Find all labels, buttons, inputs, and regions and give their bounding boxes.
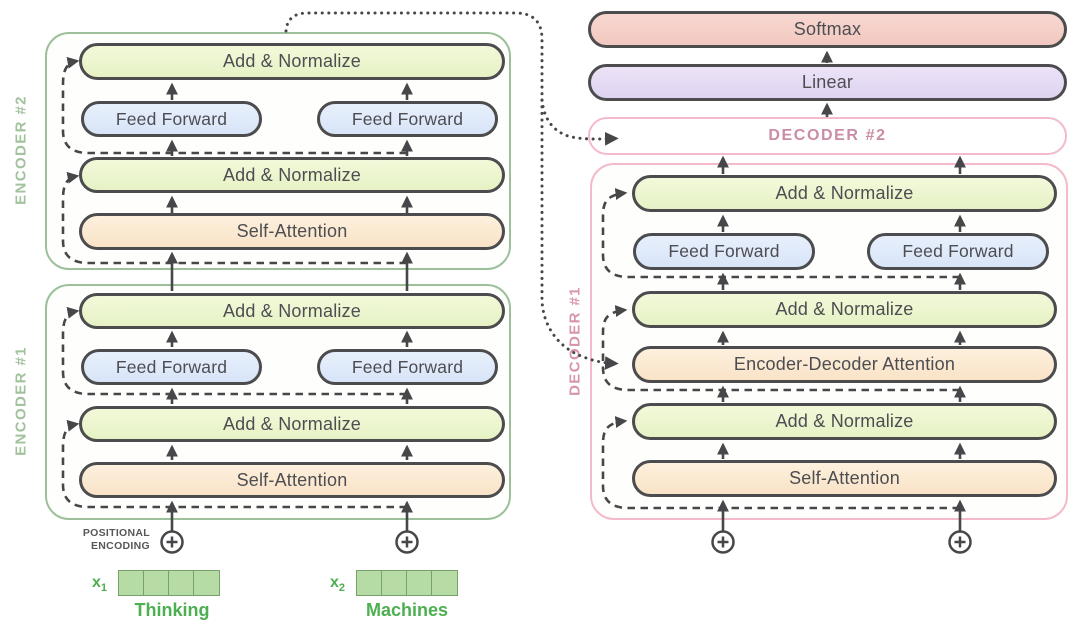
encoder1-label: ENCODER #1 <box>12 346 30 456</box>
x1-label: x1 <box>92 574 108 595</box>
decoder1-add-normalize-bottom: Add & Normalize <box>632 403 1057 440</box>
encoder2-feed-forward-left: Feed Forward <box>81 101 262 137</box>
decoder1-encoder-decoder-attention: Encoder-Decoder Attention <box>632 346 1057 383</box>
linear-block: Linear <box>588 64 1067 101</box>
encoder1-add-normalize-mid: Add & Normalize <box>79 406 505 442</box>
softmax-block: Softmax <box>588 11 1067 48</box>
x2-label: x2 <box>330 574 346 595</box>
decoder1-label: DECODER #1 <box>566 286 584 396</box>
x1-embedding-vector <box>118 570 220 596</box>
decoder1-add-normalize-mid: Add & Normalize <box>632 291 1057 328</box>
encoder1-add-normalize-top: Add & Normalize <box>79 293 505 329</box>
encoder2-add-normalize-mid: Add & Normalize <box>79 157 505 193</box>
encoder2-feed-forward-right: Feed Forward <box>317 101 498 137</box>
positional-encoding-plus-icon <box>160 530 972 554</box>
input-word-thinking: Thinking <box>134 600 210 620</box>
x2-embedding-vector <box>356 570 458 596</box>
decoder1-feed-forward-left: Feed Forward <box>633 233 815 270</box>
decoder1-add-normalize-top: Add & Normalize <box>632 175 1057 212</box>
input-word-machines: Machines <box>365 600 449 620</box>
encoder2-add-normalize-top: Add & Normalize <box>79 43 505 80</box>
encoder2-self-attention: Self-Attention <box>79 213 505 250</box>
encoder1-feed-forward-left: Feed Forward <box>81 349 262 385</box>
decoder1-feed-forward-right: Feed Forward <box>867 233 1049 270</box>
decoder1-self-attention: Self-Attention <box>632 460 1057 497</box>
encoder1-feed-forward-right: Feed Forward <box>317 349 498 385</box>
encoder2-label: ENCODER #2 <box>12 95 30 205</box>
decoder2-box: DECODER #2 <box>588 117 1067 155</box>
encoder1-self-attention: Self-Attention <box>79 462 505 498</box>
positional-encoding-label: POSITIONAL ENCODING <box>82 527 150 552</box>
